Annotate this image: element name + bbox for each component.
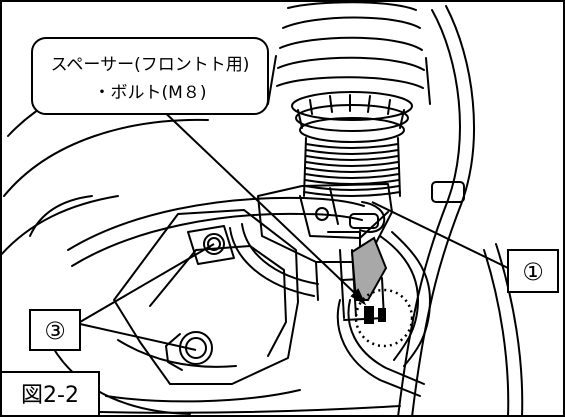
label-three-text: ③ <box>44 317 66 345</box>
figure-label: 図2-2 <box>21 383 79 408</box>
upper-bolt <box>203 233 225 255</box>
spacer-part <box>350 236 388 324</box>
callout-line-1: スペーサー(フロントト用) <box>51 55 250 75</box>
figure-label-box <box>0 371 100 417</box>
spring-seat <box>291 91 413 143</box>
detail-highlight-circle <box>354 288 414 348</box>
callout-line-2: ・ボルト(M８) <box>94 83 207 103</box>
wheel-hub <box>0 63 524 417</box>
callout-box <box>31 37 269 115</box>
label-three-box <box>29 309 81 351</box>
threaded-body <box>303 137 401 197</box>
leader-lines <box>79 103 509 351</box>
label-one-text: ① <box>522 258 544 286</box>
coil-spring <box>267 1 431 105</box>
label-one-box <box>507 249 559 293</box>
